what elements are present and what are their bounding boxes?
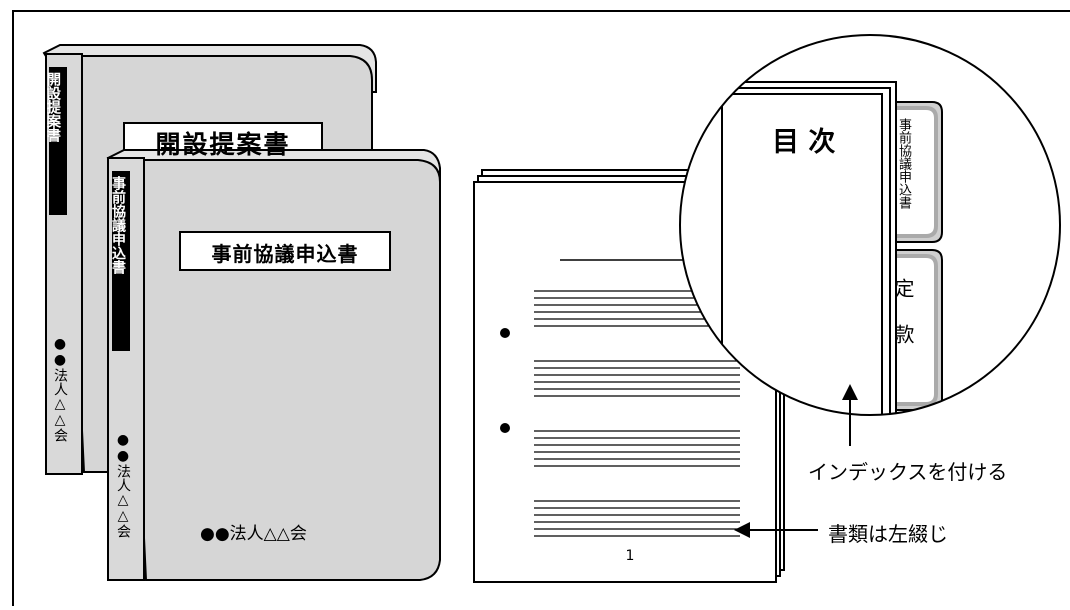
binder-front-spine-org: ●●法人△△会	[115, 432, 131, 538]
binder-back-cover-label: 開設提案書	[155, 130, 291, 159]
document-stack	[473, 169, 801, 583]
binder-back-spine-title: 開設提案書	[45, 72, 61, 142]
arrow-left-icon	[734, 522, 818, 538]
binder-front-cover-label: 事前協議申込書	[211, 242, 359, 266]
binder-back-spine-label	[49, 67, 67, 215]
tab-label-lower: 定款	[891, 278, 915, 370]
arrow-up-icon	[842, 384, 858, 446]
binding-hole	[500, 328, 510, 338]
annotation-index-tabs: インデックスを付ける	[808, 460, 1008, 484]
zoom-circle-outline	[679, 34, 1061, 416]
tab-label-upper: 事前協議申込書	[896, 118, 911, 209]
binding-hole	[500, 423, 510, 433]
binder-back-spine-org: ●●法人△△会	[52, 336, 68, 442]
annotation-left-binding: 書類は左綴じ	[828, 522, 948, 546]
binder-front-cover-label-box	[179, 231, 391, 271]
binder-front	[106, 149, 441, 581]
index-page-title: 目 次	[772, 127, 836, 158]
binder-front-spine-label	[112, 171, 130, 351]
document-page-number: 1	[625, 548, 635, 564]
zoom-circle	[679, 34, 1061, 416]
binder-front-spine-title: 事前協議申込書	[110, 176, 126, 274]
zoom-index-page	[721, 93, 883, 415]
outer-frame	[12, 10, 1070, 610]
binder-front-cover-org: ●●法人△△会	[200, 524, 307, 544]
document-text-lines	[534, 290, 740, 537]
